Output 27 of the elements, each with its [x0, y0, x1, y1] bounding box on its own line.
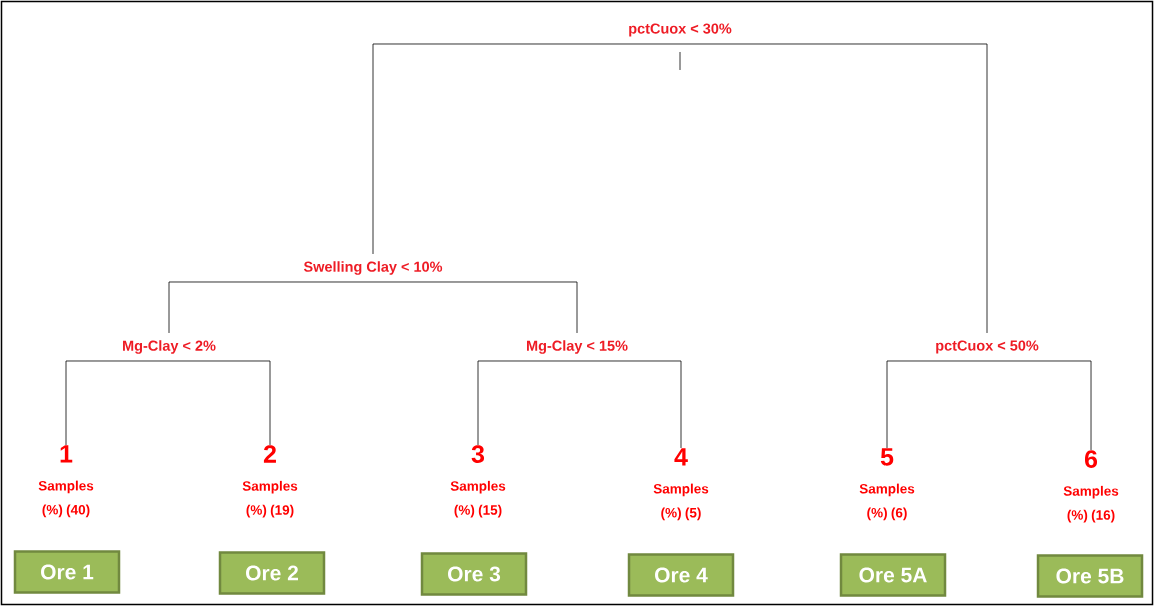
split-label: pctCuox < 50%	[936, 340, 1039, 354]
leaf-label: 5 Samples (%) (6)	[859, 448, 915, 521]
split-label: Swelling Clay < 10%	[303, 261, 443, 275]
ore-box: Ore 5B	[1036, 554, 1144, 598]
ore-box: Ore 1	[13, 550, 121, 594]
leaf-label: 1 Samples (%) (40)	[38, 445, 94, 518]
leaf-label: 2 Samples (%) (19)	[242, 445, 298, 518]
tree-branch	[168, 360, 271, 446]
tree-branch	[372, 281, 578, 334]
tree-branch	[886, 360, 988, 449]
tree-branch	[168, 281, 374, 334]
split-label: Mg-Clay < 15%	[527, 340, 628, 354]
tree-branch	[477, 360, 578, 446]
tree-branch	[986, 360, 1092, 451]
tree-branch	[679, 43, 988, 334]
ore-box: Ore 3	[420, 552, 528, 596]
tree-branch	[576, 360, 682, 449]
leaf-label: 6 Samples (%) (16)	[1063, 450, 1119, 523]
leaf-label: 3 Samples (%) (15)	[450, 445, 506, 518]
leaf-label: 4 Samples (%) (5)	[653, 448, 709, 521]
ore-box: Ore 2	[218, 551, 326, 595]
ore-box: Ore 4	[627, 553, 735, 597]
split-label: pctCuox < 30%	[629, 23, 732, 37]
split-label: Mg-Clay < 2%	[123, 340, 216, 354]
tree-branch	[65, 360, 170, 446]
tree-branch	[372, 43, 681, 255]
ore-box: Ore 5A	[839, 553, 947, 597]
